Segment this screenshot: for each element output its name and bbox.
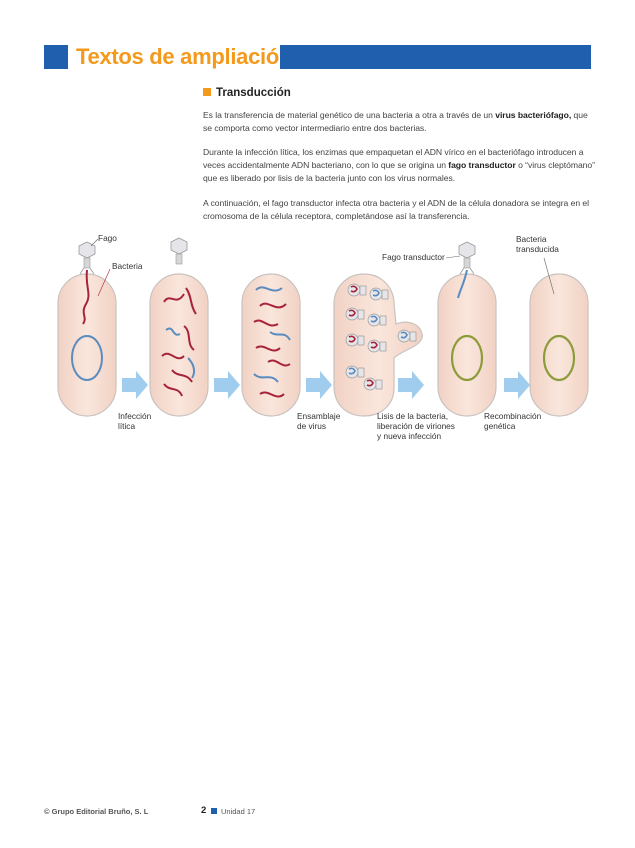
paragraph-2: Durante la infección lítica, los enzimas… bbox=[203, 146, 595, 186]
cell-3 bbox=[242, 274, 300, 416]
bullet-square-icon bbox=[203, 88, 211, 96]
caption-recombinacion-1: Recombinación bbox=[484, 411, 542, 421]
cell-6-transduced bbox=[530, 258, 588, 416]
page-header: Textos de ampliación bbox=[44, 44, 591, 70]
cell-2 bbox=[150, 238, 208, 416]
footer-page-number: 2 bbox=[201, 805, 206, 816]
arrow-1 bbox=[122, 371, 148, 399]
footer-copyright: © Grupo Editorial Bruño, S. L bbox=[44, 807, 148, 816]
caption-infeccion-1: Infección bbox=[118, 411, 152, 421]
footer-square-icon bbox=[211, 808, 217, 814]
caption-infeccion-2: lítica bbox=[118, 421, 135, 431]
p1-text-a: Es la transferencia de material genético… bbox=[203, 110, 495, 120]
section-title: Transducción bbox=[203, 86, 595, 100]
section-heading: Transducción bbox=[203, 86, 595, 100]
label-fago-transductor: Fago transductor bbox=[382, 252, 445, 262]
header-bar bbox=[280, 45, 591, 69]
label-bacteria: Bacteria bbox=[112, 261, 143, 271]
phage-icon bbox=[459, 242, 475, 274]
label-bacteria-transducida-1: Bacteria bbox=[516, 234, 547, 244]
caption-lisis-3: y nueva infección bbox=[377, 431, 441, 441]
arrow-3 bbox=[306, 371, 332, 399]
cell-1-infection bbox=[58, 239, 116, 416]
phage-icon bbox=[171, 238, 187, 264]
header-square bbox=[44, 45, 68, 69]
caption-lisis-1: Lisis de la bacteria, bbox=[377, 411, 448, 421]
cell-4-lysis bbox=[334, 274, 422, 416]
p1-bold: virus bacteriófago, bbox=[495, 110, 571, 120]
page-title: Textos de ampliación bbox=[76, 44, 292, 70]
paragraph-3: A continuación, el fago transductor infe… bbox=[203, 197, 595, 223]
arrow-2 bbox=[214, 371, 240, 399]
cell-5 bbox=[438, 242, 496, 416]
transduction-diagram: Fago Bacteria bbox=[46, 232, 606, 452]
caption-recombinacion-2: genética bbox=[484, 421, 516, 431]
caption-ensamblaje-2: de virus bbox=[297, 421, 326, 431]
paragraph-1: Es la transferencia de material genético… bbox=[203, 109, 595, 135]
p2-bold: fago transductor bbox=[448, 160, 515, 170]
caption-ensamblaje-1: Ensamblaje bbox=[297, 411, 341, 421]
arrow-4 bbox=[398, 371, 424, 399]
footer-unit: Unidad 17 bbox=[221, 807, 255, 816]
caption-lisis-2: liberación de viriones bbox=[377, 421, 455, 431]
phage-icon bbox=[79, 242, 95, 274]
arrow-5 bbox=[504, 371, 530, 399]
transduction-figure: Fago Bacteria bbox=[46, 232, 606, 452]
label-fago: Fago bbox=[98, 233, 117, 243]
section-title-text: Transducción bbox=[216, 87, 291, 99]
label-bacteria-transducida-2: transducida bbox=[516, 244, 559, 254]
